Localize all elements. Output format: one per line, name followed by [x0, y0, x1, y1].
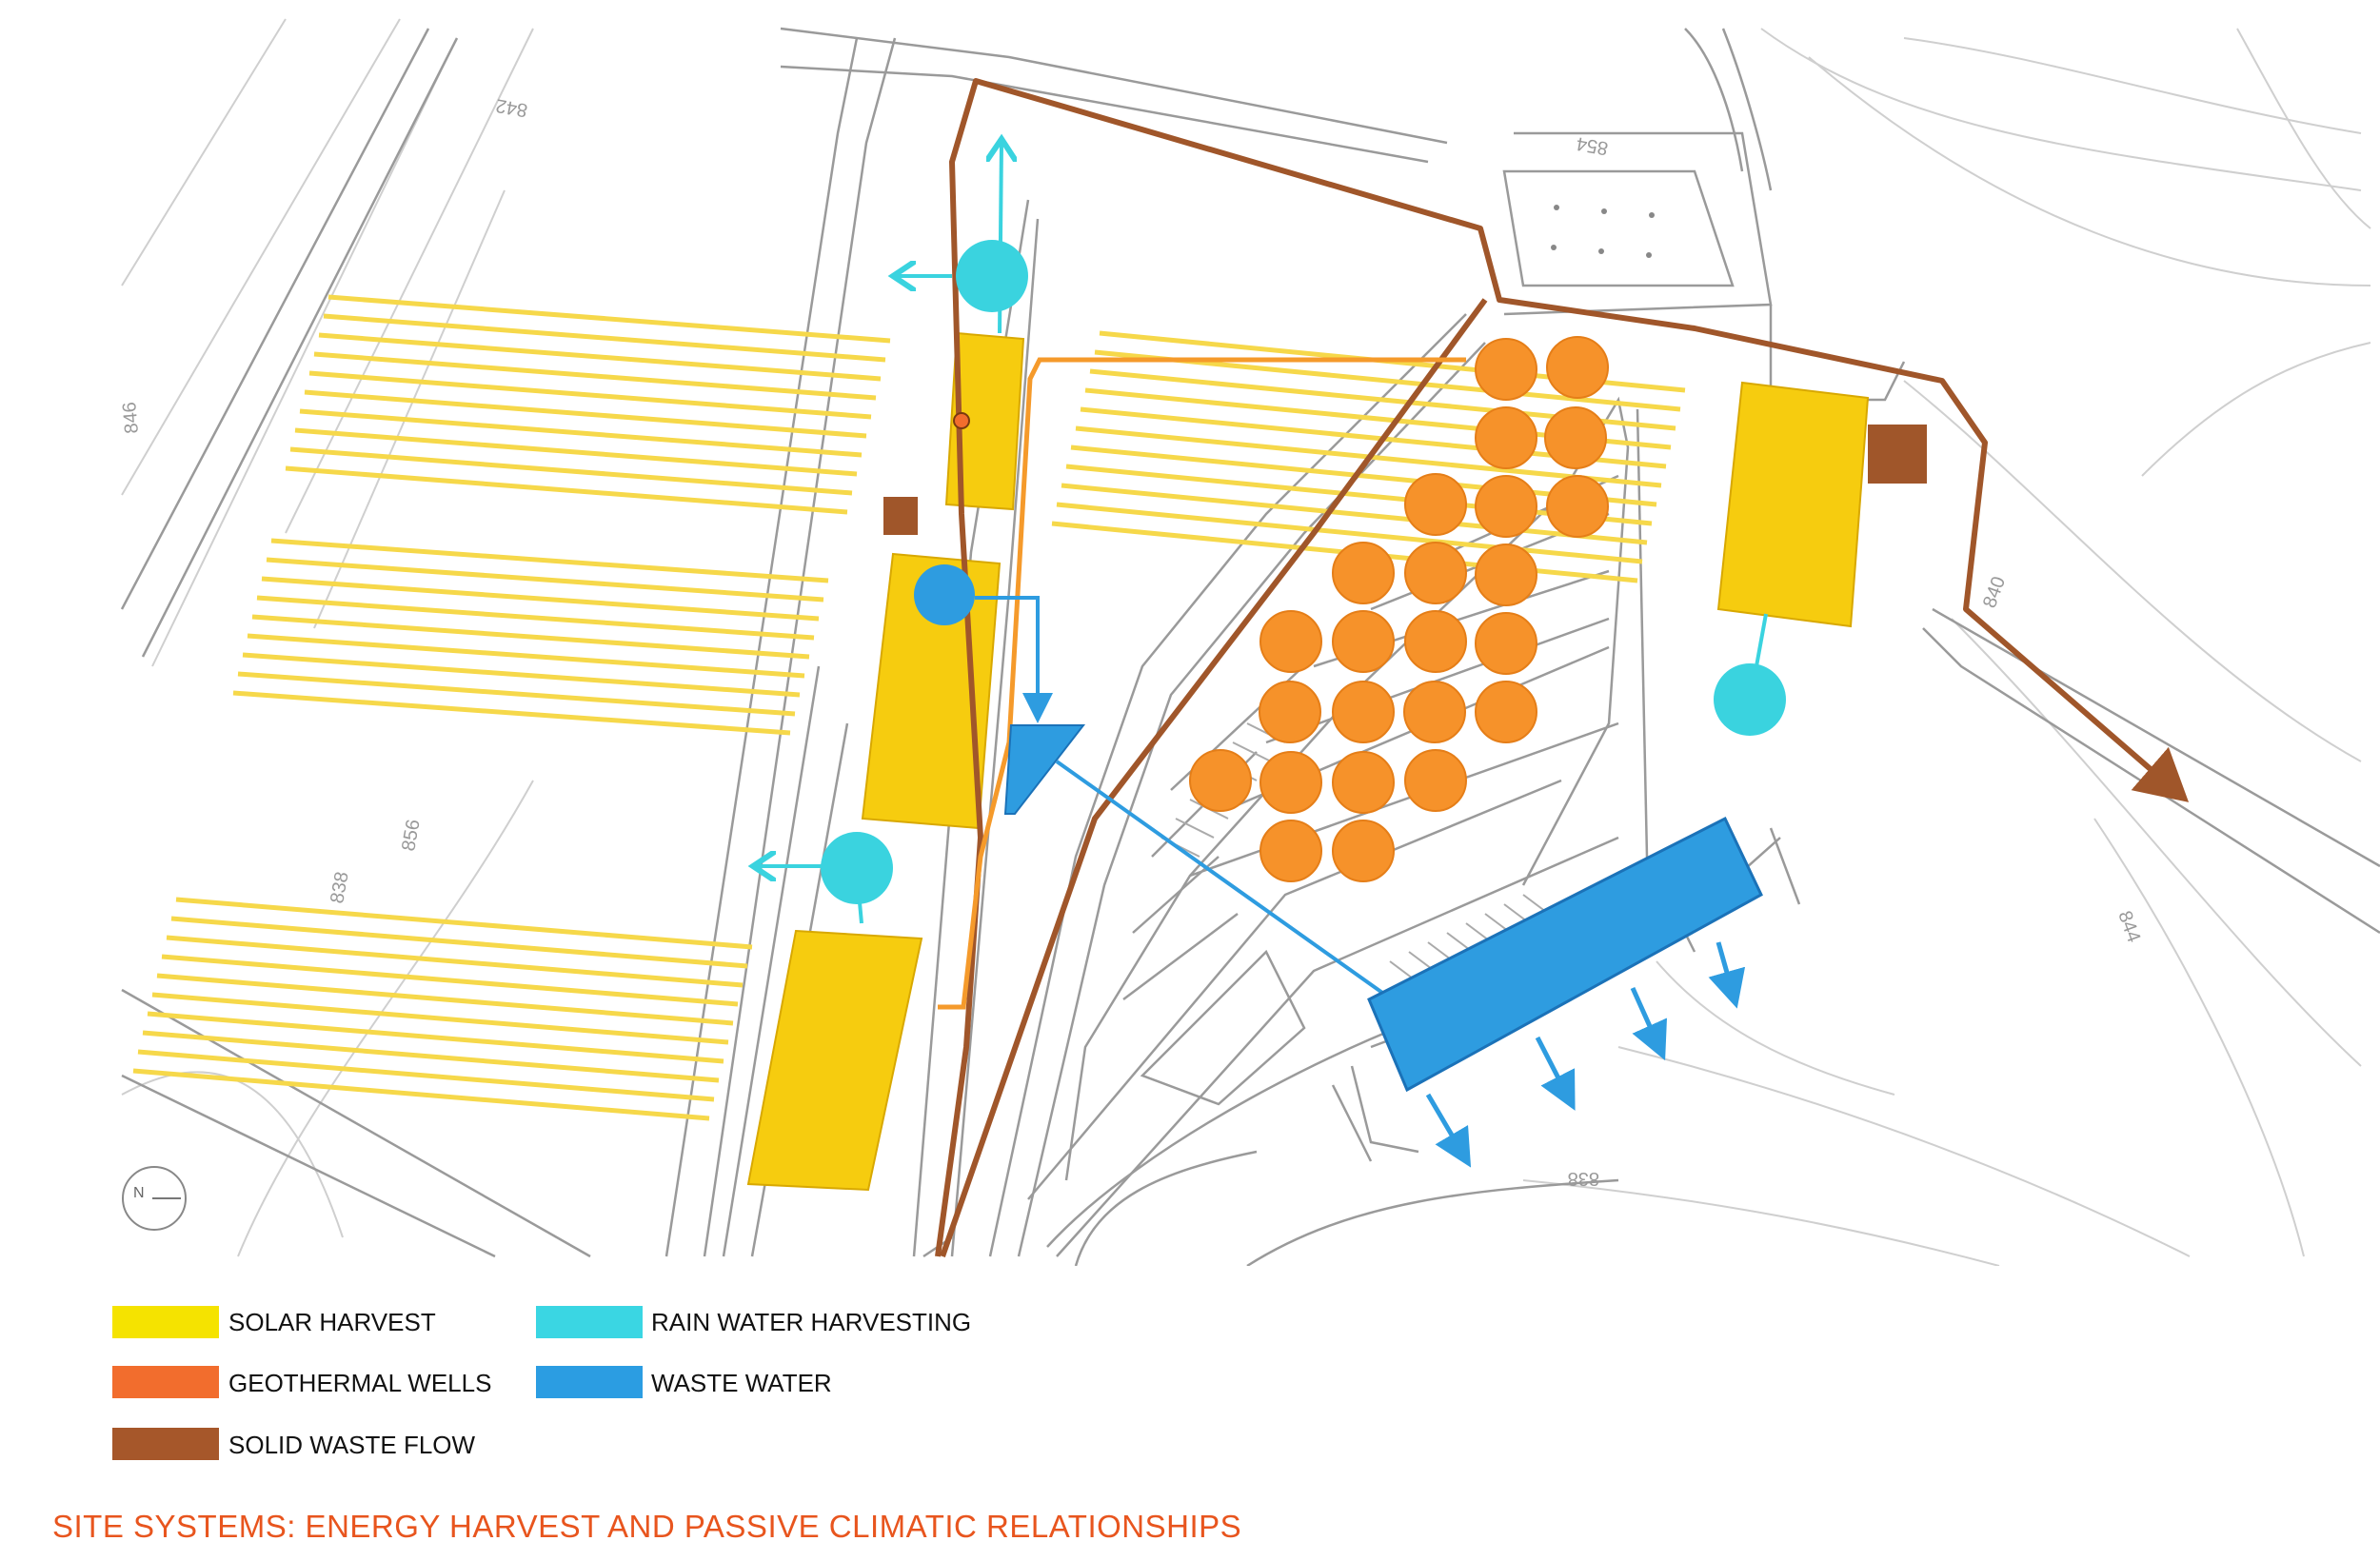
- waste-bin-east: [1868, 425, 1927, 484]
- solar-block-south: [746, 929, 923, 1192]
- north-arrow: N: [122, 1166, 187, 1231]
- legend-label-geothermal: GEOTHERMAL WELLS: [228, 1369, 492, 1397]
- north-arrow-line: [152, 1197, 181, 1199]
- waste-water-tank: [914, 564, 975, 625]
- north-label: N: [133, 1185, 145, 1201]
- solar-roof-blocks: [746, 331, 1870, 1192]
- contour-label-2: 846: [119, 401, 143, 434]
- legend-swatch-solar: [112, 1306, 219, 1338]
- legend-swatch-rain-water: [536, 1306, 643, 1338]
- solar-block-east: [1716, 381, 1870, 628]
- solid-waste-flow: [935, 78, 2190, 1257]
- waste-water-wetland: [1367, 816, 1763, 1093]
- geothermal-point: [953, 412, 970, 429]
- waste-water-pipe-a: [975, 596, 1053, 723]
- contour-label-8: 838: [1568, 1168, 1599, 1189]
- geothermal-wells: [1189, 336, 1609, 882]
- legend-label-waste-water: WASTE WATER: [651, 1369, 832, 1397]
- building-dots: [1551, 205, 1655, 258]
- legend-swatch-geothermal: [112, 1366, 219, 1398]
- figure-caption: SITE SYSTEMS: ENERGY HARVEST AND PASSIVE…: [52, 1509, 1242, 1544]
- waste-bin-west: [883, 497, 918, 535]
- legend-label-solar: SOLAR HARVEST: [228, 1308, 436, 1336]
- legend-swatch-solid-waste: [112, 1428, 219, 1460]
- legend-label-solid-waste: SOLID WASTE FLOW: [228, 1431, 476, 1459]
- legend-swatch-waste-water: [536, 1366, 643, 1398]
- rain-water-tanks: [821, 240, 1786, 904]
- solar-block-north: [944, 331, 1025, 511]
- solid-waste-bins: [883, 425, 1927, 535]
- waste-water-pipe-b: [1055, 760, 1394, 1001]
- contour-lines: [121, 18, 2371, 1266]
- waste-water-basin: [1003, 724, 1086, 815]
- legend-label-rain-water: RAIN WATER HARVESTING: [651, 1308, 972, 1336]
- site-plan-drawing: 842 846 856 838 854 840 844 838: [119, 17, 2380, 1266]
- waste-water-system: [914, 564, 1763, 1168]
